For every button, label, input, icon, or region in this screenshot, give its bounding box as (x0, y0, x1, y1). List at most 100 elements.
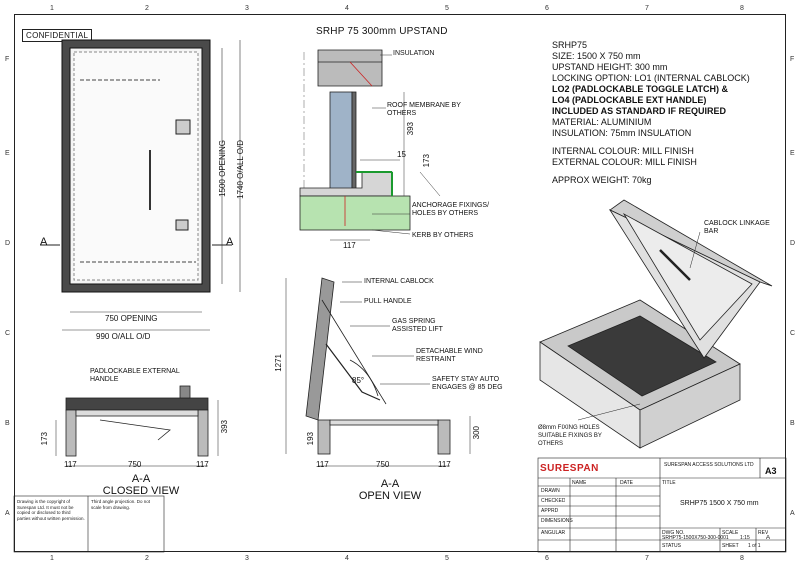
label-insulation: INSULATION (393, 50, 435, 57)
zone-marker-1: 1 (50, 5, 54, 12)
open-view-subtitle: OPEN VIEW (358, 490, 422, 502)
label-anchorage: ANCHORAGE FIXINGS/ HOLES BY OTHERS (412, 202, 490, 217)
spec-insulation: INSULATION: 75mm INSULATION (552, 128, 692, 138)
label-pull-handle: PULL HANDLE (364, 298, 412, 305)
label-internal-cablock: INTERNAL CABLOCK (364, 278, 434, 285)
zone-marker-D: D (5, 240, 11, 247)
title-block-row-label: DIMENSIONS (541, 518, 573, 524)
spec-locking: LOCKING OPTION: LO1 (INTERNAL CABLOCK) (552, 73, 750, 83)
dim-15-detail: 15 (397, 150, 406, 159)
dim-overall-width: 990 O/ALL O/D (96, 332, 151, 341)
zone-marker-4: 4 (345, 5, 349, 12)
dim-393-closed: 393 (220, 420, 229, 434)
dim-117-closed-left: 117 (64, 460, 77, 469)
spec-material: MATERIAL: ALUMINIUM (552, 117, 652, 127)
closed-view-subtitle: CLOSED VIEW (102, 485, 180, 497)
notes-right: Third angle projection. Do not scale fro… (91, 499, 151, 510)
dwg-no-label: DWG NO. (662, 530, 685, 536)
spec-weight: APPROX WEIGHT: 70kg (552, 175, 652, 185)
zone-marker-1: 1 (50, 555, 54, 562)
notes-left: Drawing is the copyright of Surespan Ltd… (17, 499, 85, 521)
dim-overall-height: 1740 O/ALL O/D (236, 140, 245, 199)
closed-view (55, 385, 219, 467)
zone-marker-6: 6 (545, 555, 549, 562)
zone-marker-8: 8 (740, 5, 744, 12)
label-gas-spring: GAS SPRING ASSISTED LIFT (392, 318, 443, 333)
zone-marker-C: C (790, 330, 796, 337)
zone-marker-4: 4 (345, 555, 349, 562)
title-block-row-label: CHECKED (541, 498, 566, 504)
label-safety-stay: SAFETY STAY AUTO ENGAGES @ 85 DEG (432, 376, 503, 391)
dim-300: 300 (472, 426, 481, 440)
sheet-value: 1 of 1 (748, 543, 761, 549)
label-kerb: KERB BY OTHERS (412, 232, 474, 239)
scale-value: 1:15 (740, 535, 750, 541)
zone-marker-E: E (790, 150, 795, 157)
zone-marker-3: 3 (245, 555, 249, 562)
label-detachable: DETACHABLE WIND RESTRAINT (416, 348, 483, 363)
dim-393-detail: 393 (406, 122, 415, 136)
zone-marker-D: D (790, 240, 796, 247)
upstand-wall (329, 91, 353, 193)
spec-upstand: UPSTAND HEIGHT: 300 mm (552, 62, 668, 72)
zone-marker-A: A (790, 510, 795, 517)
open-view-name: A-A (380, 478, 400, 490)
zone-marker-2: 2 (145, 5, 149, 12)
spec-size: SIZE: 1500 X 750 mm (552, 51, 641, 61)
sheet-label: SHEET (722, 543, 739, 549)
dim-opening-width: 750 OPENING (105, 314, 158, 323)
zone-marker-A: A (5, 510, 10, 517)
zone-marker-8: 8 (740, 555, 744, 562)
zone-marker-E: E (5, 150, 10, 157)
label-fixing-holes: Ø8mm FIXING HOLES SUITABLE FIXINGS BY OT… (538, 425, 602, 447)
zone-marker-6: 6 (545, 5, 549, 12)
iso-view (539, 199, 773, 449)
dim-117-detail: 117 (343, 241, 356, 250)
section-mark-left: A (40, 236, 48, 248)
open-view-title: A-A OPEN VIEW (350, 478, 430, 502)
spec-lo4: LO4 (PADLOCKABLE EXT HANDLE) (552, 95, 707, 105)
spec-included: INCLUDED AS STANDARD IF REQUIRED (552, 106, 727, 116)
zone-marker-5: 5 (445, 5, 449, 12)
dim-193: 193 (306, 432, 315, 446)
spec-list: SRHP75 SIZE: 1500 X 750 mm UPSTAND HEIGH… (552, 40, 782, 186)
detail-view (299, 49, 441, 241)
dim-117-open-right: 117 (438, 460, 451, 469)
zone-marker-5: 5 (445, 555, 449, 562)
zone-marker-B: B (5, 420, 10, 427)
dim-1271: 1271 (274, 354, 283, 372)
drawing-frame (14, 14, 786, 552)
zone-marker-C: C (5, 330, 11, 337)
open-view (285, 277, 471, 467)
kerb (299, 195, 411, 231)
title-block-grid (13, 457, 787, 553)
dim-173-detail: 173 (422, 154, 431, 168)
closed-view-name: A-A (131, 473, 151, 485)
angle-85: 85° (352, 376, 365, 385)
section-mark-right: A (226, 236, 234, 248)
status-label: STATUS (662, 543, 681, 549)
spec-lo2: LO2 (PADLOCKABLE TOGGLE LATCH) & (552, 84, 728, 94)
dim-opening-height: 1500 OPENING (218, 140, 227, 197)
zone-marker-7: 7 (645, 555, 649, 562)
spec-model: SRHP75 (552, 40, 588, 50)
spec-internal-colour: INTERNAL COLOUR: MILL FINISH (552, 146, 694, 156)
dim-117-closed-right: 117 (196, 460, 209, 469)
dim-117-open-left: 117 (316, 460, 329, 469)
closed-view-title: A-A CLOSED VIEW (96, 473, 186, 497)
title-value: SRHP75 1500 X 750 mm (680, 500, 759, 507)
zone-marker-B: B (790, 420, 795, 427)
scale-label: SCALE (722, 530, 739, 536)
brand-logo: SURESPAN (540, 463, 599, 474)
title-label: TITLE (662, 480, 676, 486)
spec-external-colour: EXTERNAL COLOUR: MILL FINISH (552, 157, 697, 167)
plan-lock (175, 119, 191, 135)
zone-marker-3: 3 (245, 5, 249, 12)
dim-750-closed: 750 (128, 460, 142, 469)
title-block-row-label: ANGULAR (541, 530, 566, 536)
label-roof-membrane: ROOF MEMBRANE BY OTHERS (387, 102, 461, 117)
zone-marker-2: 2 (145, 555, 149, 562)
rev-value: A (766, 535, 771, 541)
confidential-label: CONFIDENTIAL (22, 29, 93, 42)
